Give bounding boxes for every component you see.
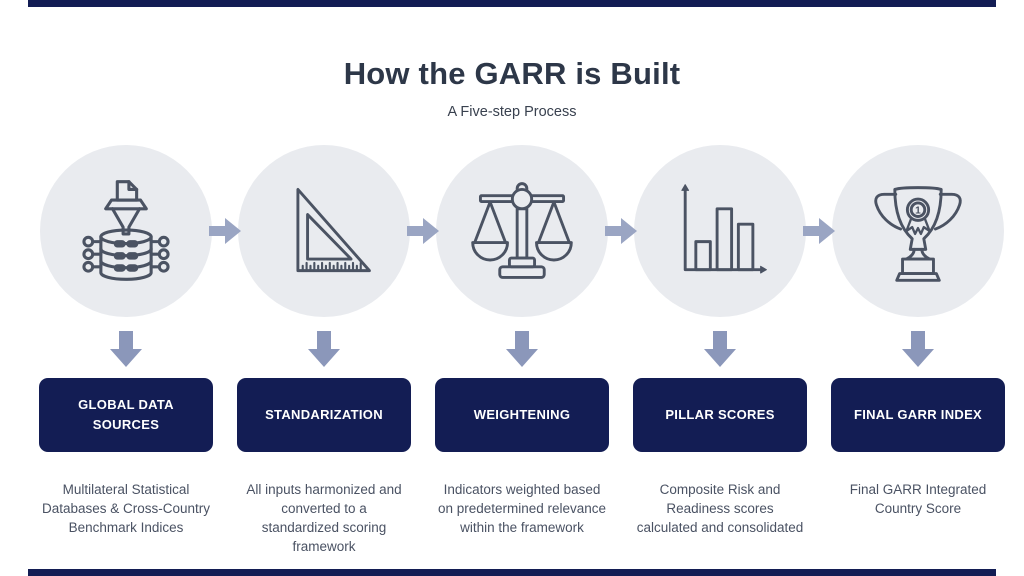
arrow-down-icon — [901, 330, 935, 368]
step-label-box: WEIGHTENING — [435, 378, 609, 452]
top-accent-bar — [28, 0, 996, 7]
step-label-line: WEIGHTENING — [473, 407, 571, 422]
step-circle — [436, 145, 608, 317]
arrow-down-icon — [703, 330, 737, 368]
step-column-global-data-sources: GLOBAL DATA SOURCES Multilateral Statist… — [27, 145, 225, 556]
step-circle: 1 — [832, 145, 1004, 317]
arrow-right-icon — [802, 217, 836, 245]
bottom-accent-bar — [28, 569, 996, 576]
step-column-final-garr-index: 1 FINAL GARR INDEX Final GARR Integrated… — [819, 145, 1017, 556]
arrow-down-icon — [109, 330, 143, 368]
step-circle — [238, 145, 410, 317]
page-subtitle: A Five-step Process — [447, 104, 577, 120]
step-circle — [40, 145, 212, 317]
step-label-line: GLOBAL DATA — [78, 397, 174, 412]
step-label-box: PILLAR SCORES — [633, 378, 807, 452]
step-label-box: GLOBAL DATA SOURCES — [39, 378, 213, 452]
step-label-line: FINAL GARR INDEX — [853, 407, 983, 422]
step-circle — [634, 145, 806, 317]
step-label-line: STANDARIZATION — [265, 407, 383, 422]
step-label-line: SOURCES — [92, 417, 160, 432]
set-square-ruler-icon — [296, 187, 371, 273]
database-funnel-icon — [82, 180, 170, 281]
arrow-right-icon — [604, 217, 638, 245]
step-column-pillar-scores: PILLAR SCORES Composite Risk and Readine… — [621, 145, 819, 556]
step-column-standarization: STANDARIZATION All inputs harmonized and… — [225, 145, 423, 556]
step-label-box: FINAL GARR INDEX — [831, 378, 1005, 452]
balance-scale-icon — [471, 182, 573, 279]
process-steps-row: GLOBAL DATA SOURCES Multilateral Statist… — [27, 145, 1017, 556]
step-description: Composite Risk and Readiness scores calc… — [636, 482, 804, 535]
trophy-badge-number: 1 — [915, 206, 921, 217]
step-description: Multilateral Statistical Databases & Cro… — [41, 482, 211, 535]
page-title: How the GARR is Built — [343, 56, 681, 91]
step-description: All inputs harmonized and converted to a… — [246, 482, 402, 554]
step-description: Final GARR Integrated Country Score — [849, 482, 987, 516]
arrow-down-icon — [505, 330, 539, 368]
step-label-box: STANDARIZATION — [237, 378, 411, 452]
arrow-down-icon — [307, 330, 341, 368]
step-label-line: PILLAR SCORES — [665, 407, 775, 422]
trophy-icon: 1 — [874, 186, 962, 282]
step-column-weightening: WEIGHTENING Indicators weighted based on… — [423, 145, 621, 556]
arrow-right-icon — [208, 217, 242, 245]
arrow-right-icon — [406, 217, 440, 245]
bar-chart-icon — [681, 184, 767, 274]
step-description: Indicators weighted based on predetermin… — [437, 482, 607, 535]
